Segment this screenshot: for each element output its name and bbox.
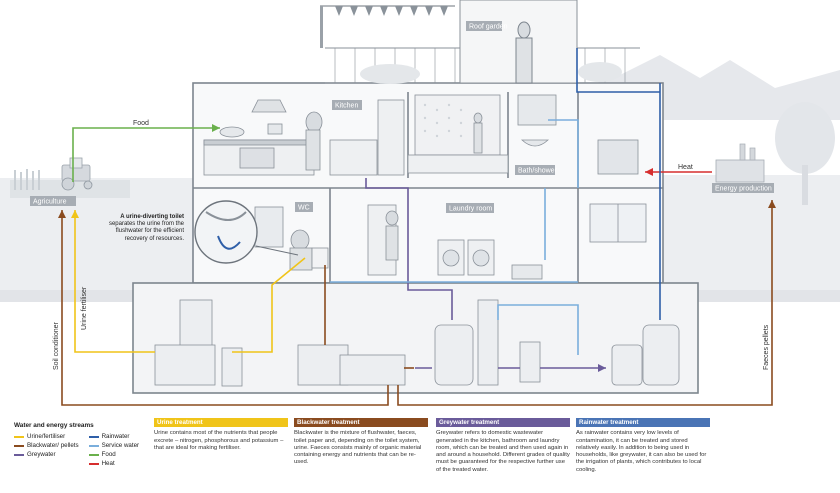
agriculture-scene	[10, 157, 130, 198]
kitchen-label: Kitchen	[335, 103, 358, 110]
flow-lines	[58, 48, 776, 406]
energy-plant	[715, 143, 765, 183]
bath-shower-label: Bath/shower	[518, 168, 558, 175]
urine-fertiliser-label: Urine fertiliser	[81, 286, 88, 330]
rooftop	[320, 0, 640, 84]
room-labels: Roof garden Kitchen Bath/shower WC Laund…	[30, 21, 774, 213]
urine-treatment-title: Urine treatment	[154, 418, 288, 428]
toilet-note-text: separates the urine from the flushwater …	[108, 221, 184, 242]
toilet-note-title: A urine-diverting toilet	[120, 214, 184, 220]
faeces-pellets-label: Faeces pellets	[763, 324, 770, 370]
soil-conditioner-label: Soil conditioner	[53, 321, 60, 370]
service-water-flow	[497, 304, 579, 355]
flow-labels: Food Heat Urine fertiliser Soil conditio…	[53, 120, 770, 370]
agriculture-label: Agriculture	[33, 199, 67, 206]
toilet-note: A urine-diverting toilet separates the u…	[104, 214, 184, 243]
radiator-room	[589, 139, 647, 243]
rainwater-treatment-title: Rainwater treatment	[576, 418, 710, 428]
energy-production-label: Energy production	[715, 186, 772, 193]
legend-item-food: Food	[88, 451, 139, 458]
greywater-treatment-title: Greywater treatment	[436, 418, 570, 428]
legend-item-rainwater: Rainwater	[88, 433, 139, 440]
legend-item-service-water: Service water	[88, 442, 139, 449]
legend-title: Water and energy streams	[14, 422, 94, 429]
rainwater-treatment-box: Rainwater treatment As rainwater contain…	[576, 418, 710, 474]
kitchen-furniture	[203, 99, 405, 176]
legend-item-blackwater: Blackwater/ pellets	[14, 442, 79, 449]
legend-item-urine: Urine/fertiliser	[14, 433, 79, 440]
blackwater-treatment-text: Blackwater is the mixture of flushwater,…	[294, 430, 422, 466]
stream-legend: Water and energy streams Urine/fertilise…	[14, 422, 149, 467]
legend-item-greywater: Greywater	[14, 451, 79, 458]
greywater-flow	[365, 178, 453, 320]
laundry-room-label: Laundry room	[449, 206, 492, 213]
wc-label: WC	[298, 205, 310, 212]
wc-and-laundry	[254, 204, 543, 280]
food-flow	[72, 127, 220, 182]
blackwater-treatment-box: Blackwater treatment Blackwater is the m…	[294, 418, 428, 467]
greywater-treatment-box: Greywater treatment Greywater refers to …	[436, 418, 570, 474]
toilet-magnifier	[194, 200, 299, 264]
rainwater-treatment-text: As rainwater contains very low levels of…	[576, 430, 707, 473]
greywater-treatment-text: Greywater refers to domestic wastewater …	[436, 430, 570, 473]
urine-flow	[232, 257, 306, 353]
roof-garden-label: Roof garden	[469, 24, 508, 31]
roof-garden-label-bg	[466, 21, 502, 31]
basement-equipment	[154, 299, 680, 387]
food-label: Food	[133, 120, 149, 127]
heat-label: Heat	[678, 164, 693, 171]
urine-treatment-box: Urine treatment Urine contains most of t…	[154, 418, 288, 452]
blackwater-treatment-title: Blackwater treatment	[294, 418, 428, 428]
urine-treatment-text: Urine contains most of the nutrients tha…	[154, 430, 284, 451]
legend-item-heat: Heat	[88, 460, 139, 467]
